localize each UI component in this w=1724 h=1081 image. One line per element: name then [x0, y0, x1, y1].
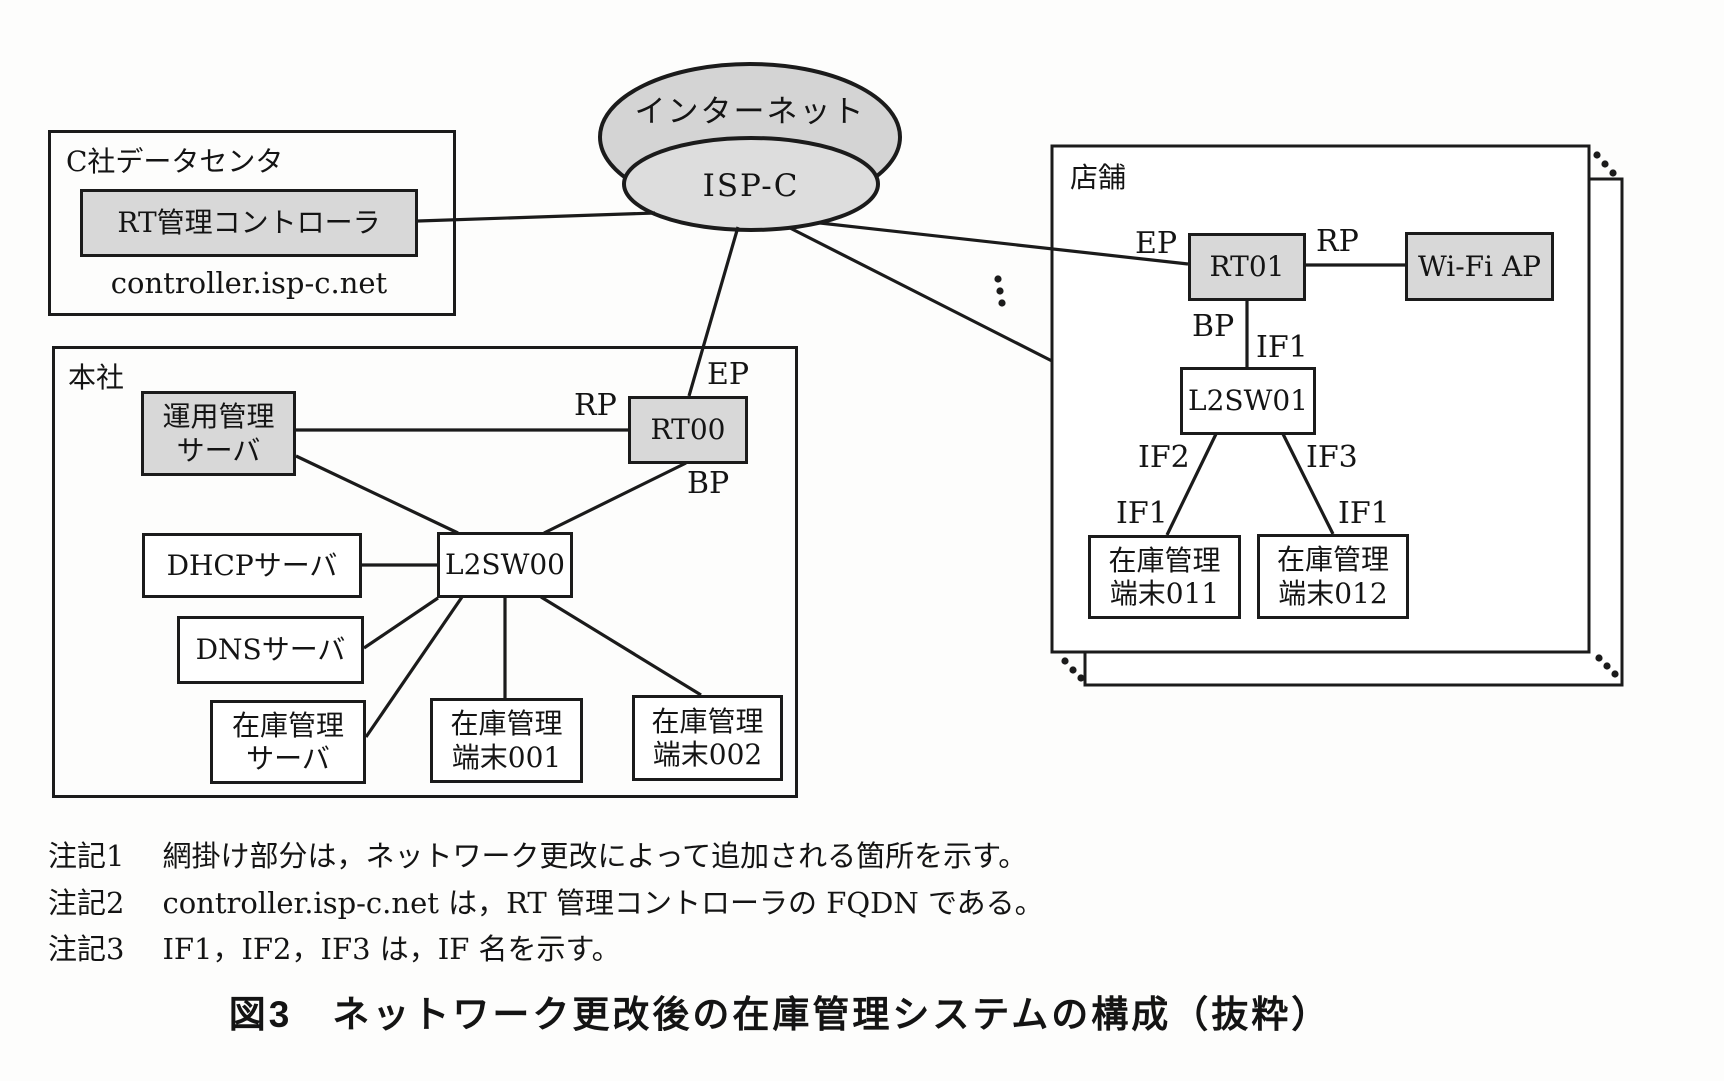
rt-controller-label: RT管理コントローラ — [117, 206, 381, 240]
headquarters-box — [52, 346, 798, 798]
terminal-011-line1: 在庫管理 — [1108, 543, 1221, 577]
datacenter-title: C社データセンタ — [66, 145, 284, 178]
datacenter-box — [48, 130, 456, 316]
rt00-port-ep: EP — [707, 357, 750, 392]
terminal-001-line2: 端末001 — [451, 740, 562, 774]
ops-server-node: 運用管理 サーバ — [141, 391, 296, 476]
terminal-012-line1: 在庫管理 — [1276, 543, 1389, 577]
wifi-ap-label: Wi-Fi AP — [1417, 249, 1542, 283]
link-ispc-rt01 — [819, 221, 1189, 266]
figure-caption: 図3 ネットワーク更改後の在庫管理システムの構成（抜粋） — [228, 994, 1332, 1035]
l2sw01-port-if1: IF1 — [1256, 330, 1308, 365]
more-stores-dots — [994, 275, 1006, 307]
note-3-label: 注記3 — [48, 932, 125, 966]
l2sw01-port-if3: IF3 — [1306, 440, 1358, 475]
note-3: 注記3 IF1，IF2，IF3 は，IF 名を示す。 — [48, 926, 621, 968]
terminal-011-port-if1: IF1 — [1116, 496, 1168, 531]
store-title: 店舗 — [1070, 161, 1127, 194]
l2sw01-port-if2: IF2 — [1138, 440, 1190, 475]
terminal-001-line1: 在庫管理 — [450, 707, 563, 741]
note-2-text: controller.isp-c.net は，RT 管理コントローラの FQDN… — [162, 886, 1044, 920]
terminal-011-line2: 端末011 — [1109, 577, 1220, 610]
dhcp-server-node: DHCPサーバ — [142, 533, 362, 598]
note-1-text: 網掛け部分は，ネットワーク更改によって追加される箇所を示す。 — [162, 839, 1028, 873]
terminal-001-node: 在庫管理 端末001 — [430, 698, 583, 783]
rt01-port-rp: RP — [1316, 224, 1359, 259]
note-1: 注記1 網掛け部分は，ネットワーク更改によって追加される箇所を示す。 — [48, 833, 1027, 875]
l2sw00-node: L2SW00 — [437, 532, 573, 598]
ops-server-line2: サーバ — [176, 433, 261, 467]
controller-fqdn: controller.isp-c.net — [110, 266, 388, 300]
dns-server-node: DNSサーバ — [177, 616, 364, 684]
wifi-ap-node: Wi-Fi AP — [1405, 232, 1554, 301]
rt00-port-bp: BP — [687, 466, 730, 501]
l2sw01-label: L2SW01 — [1188, 384, 1308, 418]
rt01-node: RT01 — [1188, 233, 1306, 301]
terminal-002-line1: 在庫管理 — [651, 704, 764, 738]
rt00-port-rp: RP — [574, 388, 617, 423]
terminal-002-line2: 端末002 — [652, 738, 763, 771]
note-3-text: IF1，IF2，IF3 は，IF 名を示す。 — [162, 932, 621, 966]
headquarters-title: 本社 — [68, 361, 125, 394]
inventory-server-node: 在庫管理 サーバ — [210, 700, 366, 784]
internet-label: インターネット — [634, 94, 866, 130]
rt01-port-ep: EP — [1135, 226, 1178, 261]
rt01-port-bp: BP — [1192, 309, 1235, 344]
rt00-node: RT00 — [628, 396, 748, 464]
note-1-label: 注記1 — [48, 839, 125, 873]
link-ispc-otherstore — [789, 226, 1053, 363]
terminal-002-node: 在庫管理 端末002 — [632, 695, 783, 781]
note-2-label: 注記2 — [48, 886, 125, 920]
ops-server-line1: 運用管理 — [162, 400, 275, 434]
terminal-011-node: 在庫管理 端末011 — [1088, 535, 1241, 619]
terminal-012-port-if1: IF1 — [1338, 496, 1390, 531]
isp-c-label: ISP-C — [702, 168, 800, 204]
dns-server-label: DNSサーバ — [195, 633, 346, 667]
l2sw01-node: L2SW01 — [1180, 367, 1316, 435]
terminal-012-line2: 端末012 — [1278, 576, 1388, 610]
inventory-server-line2: サーバ — [246, 742, 330, 775]
rt-controller-node: RT管理コントローラ — [80, 189, 418, 257]
note-2: 注記2 controller.isp-c.net は，RT 管理コントローラの … — [48, 880, 1044, 922]
l2sw00-label: L2SW00 — [445, 548, 565, 582]
rt00-label: RT00 — [650, 413, 726, 447]
dhcp-server-label: DHCPサーバ — [166, 548, 338, 582]
inventory-server-line1: 在庫管理 — [231, 708, 344, 742]
rt01-label: RT01 — [1209, 250, 1285, 284]
terminal-012-node: 在庫管理 端末012 — [1257, 534, 1409, 619]
